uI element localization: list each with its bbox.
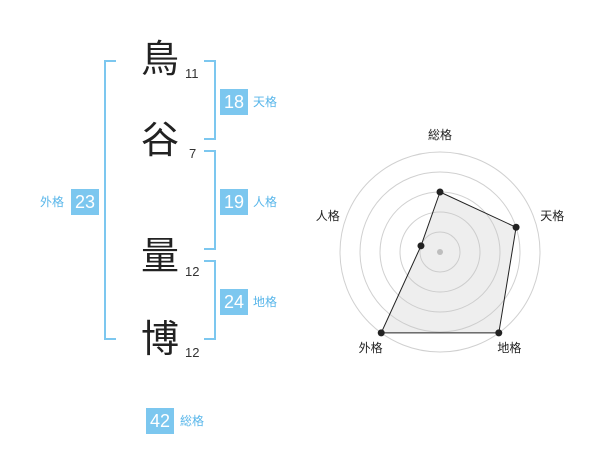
radar-grid-ring <box>419 231 461 273</box>
chikaku-value: 24 <box>220 289 248 315</box>
radar-point-1 <box>436 188 444 196</box>
stroke-count-1: 11 <box>185 66 199 81</box>
gaikaku-bracket <box>104 60 116 340</box>
chikaku-label: 地格 <box>253 295 278 309</box>
gaikaku-label: 外格 <box>40 195 65 209</box>
radar-point-5 <box>417 242 425 250</box>
name-char-1: 鳥 <box>141 37 180 81</box>
radar-axis-label-2: 天格 <box>540 209 565 224</box>
gaikaku-value: 23 <box>71 189 99 215</box>
jinkaku-label: 人格 <box>253 195 278 209</box>
radar-series-polygon <box>380 191 517 334</box>
radar-point-3 <box>495 329 503 337</box>
stroke-count-4: 12 <box>185 345 200 360</box>
radar-grid-ring <box>359 171 521 333</box>
radar-axis-label-5: 人格 <box>315 209 340 224</box>
stroke-count-2: 7 <box>189 146 197 161</box>
radar-axis-label-3: 地格 <box>497 340 522 355</box>
chikaku-bracket <box>204 260 216 340</box>
tenkaku-value: 18 <box>220 89 248 115</box>
radar-grid-ring <box>399 211 481 293</box>
jinkaku-value: 19 <box>220 189 248 215</box>
stroke-count-3: 12 <box>185 264 200 279</box>
tenkaku-bracket <box>204 60 216 140</box>
soukaku-value: 42 <box>146 408 174 434</box>
name-char-3: 量 <box>141 234 180 278</box>
tenkaku-label: 天格 <box>253 95 278 109</box>
name-char-2: 谷 <box>141 118 180 162</box>
radar-axis-label-1: 総格 <box>428 127 453 142</box>
radar-center-dot <box>437 249 443 255</box>
radar-point-2 <box>512 223 520 231</box>
radar-axis-label-4: 外格 <box>358 340 383 355</box>
jinkaku-bracket <box>204 150 216 250</box>
radar-point-4 <box>377 329 385 337</box>
name-char-4: 博 <box>141 317 180 361</box>
soukaku-label: 総格 <box>180 414 205 428</box>
radar-grid-ring <box>339 151 541 353</box>
